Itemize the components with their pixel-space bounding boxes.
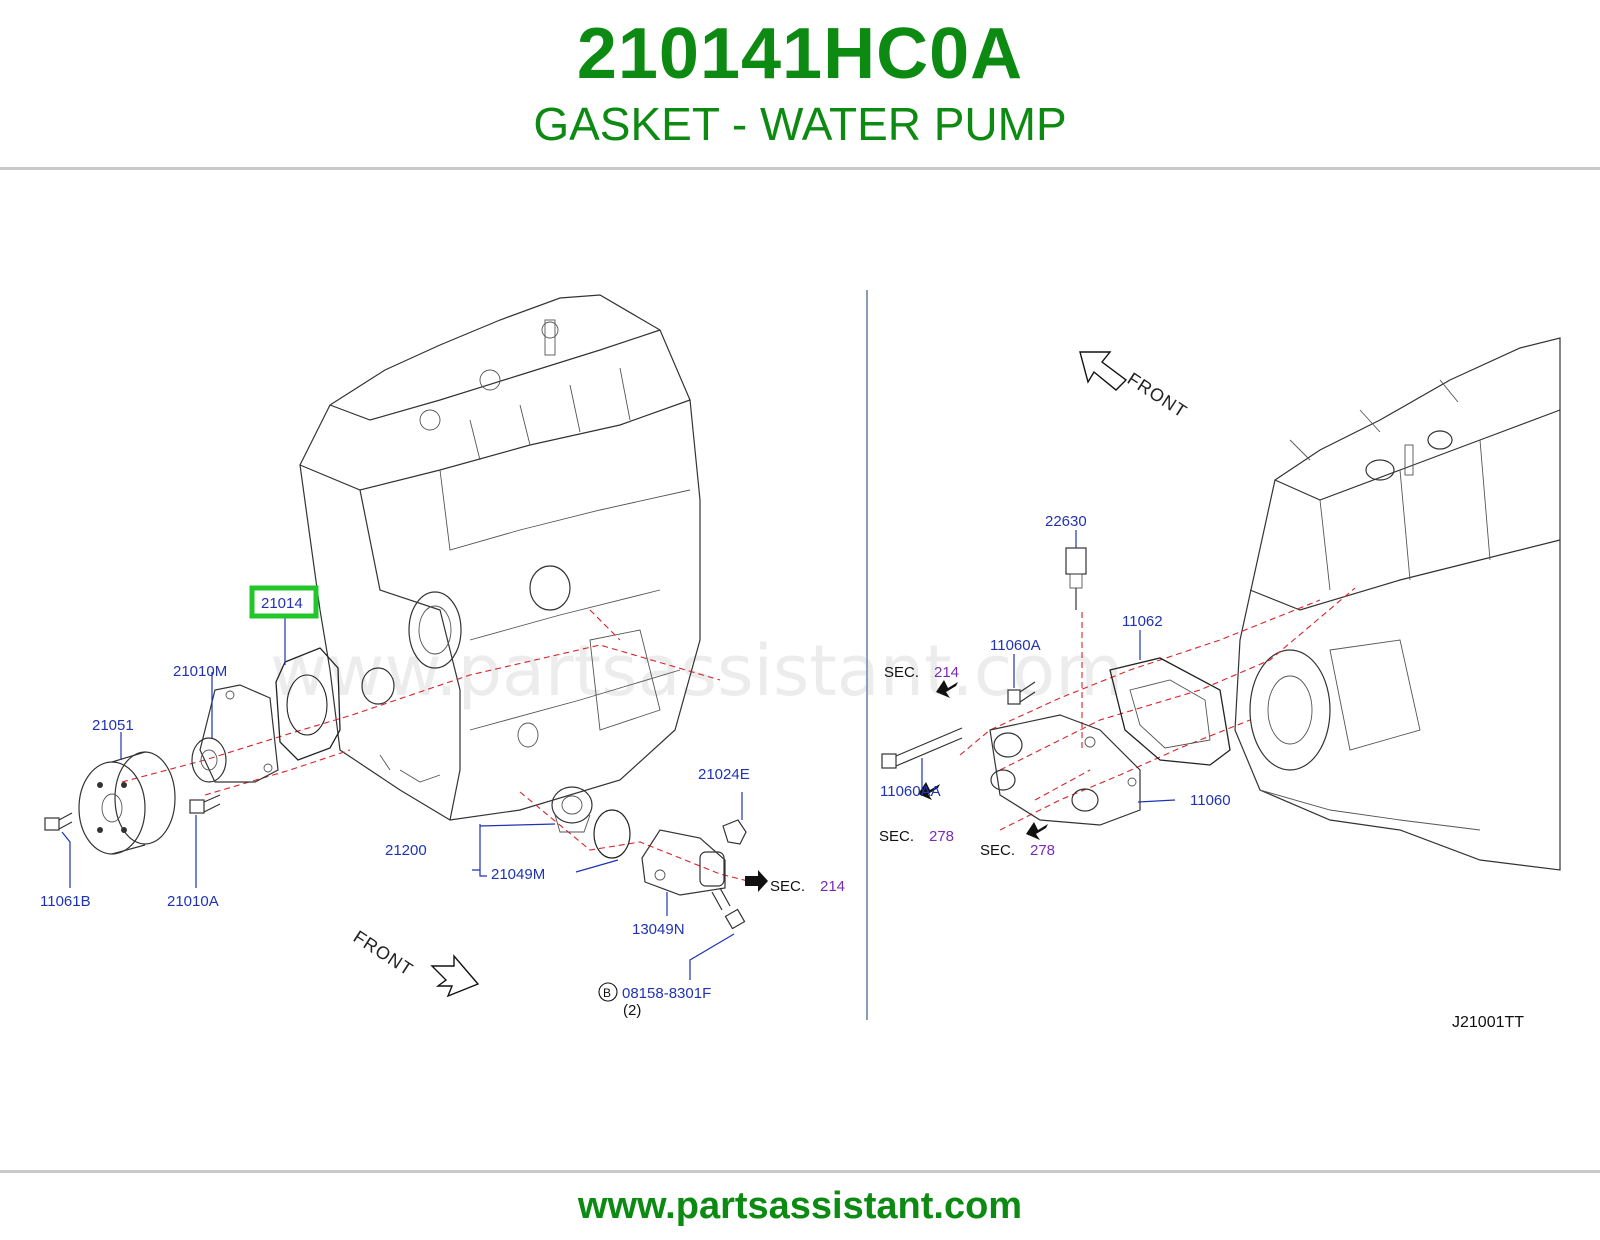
bolt-11061B-drawing <box>44 812 73 831</box>
sec-label-left: SEC. <box>770 878 805 895</box>
water-outlet-11060-drawing <box>989 714 1141 826</box>
front-label-left: FRONT <box>350 927 417 980</box>
part-label-21014[interactable]: 21014 <box>261 595 303 612</box>
part-label-21051[interactable]: 21051 <box>92 717 134 734</box>
bolt-prefix-letter: B <box>603 986 611 1000</box>
part-label-11060[interactable]: 11060 <box>1190 792 1231 809</box>
gasket-11062-drawing <box>1109 657 1231 766</box>
right-alignment-lines <box>959 587 1356 831</box>
watermark: www.partsassistant.com <box>270 630 1123 712</box>
sec-number-right-278-b[interactable]: 278 <box>1030 842 1055 859</box>
bolt-11060A-drawing <box>1007 681 1036 705</box>
part-name-subtitle: GASKET - WATER PUMP <box>533 98 1067 150</box>
part-label-08158-8301F[interactable]: 08158-8301F <box>622 985 711 1002</box>
left-engine-block-drawing <box>299 294 701 821</box>
sec-label-right-3: SEC. <box>980 842 1015 859</box>
footer-divider <box>0 1170 1600 1173</box>
header-divider <box>0 167 1600 170</box>
ring-21049M-drawing <box>593 809 631 859</box>
sec-label-right-1: SEC. <box>884 664 919 681</box>
bolt-prefix-circle <box>598 982 618 1002</box>
left-leader-lines <box>61 618 743 980</box>
part-21014-highlight-box <box>249 585 319 619</box>
part-number-title: 210141HC0A <box>576 14 1024 94</box>
parts-diagram: www.partsassistant.com <box>40 290 1561 1031</box>
clip-21024E-drawing <box>722 819 747 845</box>
bolt-08158-drawing <box>711 887 746 930</box>
sec-number-right-278-a[interactable]: 278 <box>929 828 954 845</box>
part-label-21010M[interactable]: 21010M <box>173 663 227 680</box>
right-leader-lines <box>921 530 1176 803</box>
section-arrow-left-214 <box>745 870 768 892</box>
front-arrow-left-icon <box>430 954 480 998</box>
thermostat-21200-drawing <box>551 786 593 833</box>
part-label-11060AA[interactable]: 11060AA <box>880 783 941 800</box>
part-label-11062[interactable]: 11062 <box>1122 613 1163 630</box>
front-label-right: FRONT <box>1124 369 1191 422</box>
front-arrow-right-icon <box>1079 351 1128 391</box>
page-header: 210141HC0A GASKET - WATER PUMP <box>0 0 1600 170</box>
right-engine-block-drawing <box>1234 337 1561 871</box>
footer-website-link[interactable]: www.partsassistant.com <box>577 1185 1023 1227</box>
bolt-11060AA-drawing <box>881 727 963 769</box>
part-qty-08158-8301F: (2) <box>623 1002 641 1019</box>
sec-number-left-214[interactable]: 214 <box>820 878 845 895</box>
part-label-21024E[interactable]: 21024E <box>698 766 750 783</box>
pulley-21051-drawing <box>78 751 176 855</box>
sensor-22630-drawing <box>1065 547 1087 610</box>
part-label-11061B[interactable]: 11061B <box>40 893 91 910</box>
part-label-22630[interactable]: 22630 <box>1045 513 1087 530</box>
bolt-21010A-drawing <box>189 794 221 814</box>
section-arrows-right <box>918 680 1048 840</box>
water-pump-21010M-drawing <box>191 684 279 783</box>
part-label-21010A[interactable]: 21010A <box>167 893 219 910</box>
sec-number-right-214[interactable]: 214 <box>934 664 959 681</box>
gasket-21014-drawing <box>275 647 341 761</box>
sec-label-right-2: SEC. <box>879 828 914 845</box>
diagram-code: J21001TT <box>1452 1014 1524 1031</box>
part-label-21200[interactable]: 21200 <box>385 842 427 859</box>
part-label-11060A[interactable]: 11060A <box>990 637 1041 654</box>
part-label-21049M[interactable]: 21049M <box>491 866 545 883</box>
water-inlet-13049N-drawing <box>641 829 726 896</box>
part-label-13049N[interactable]: 13049N <box>632 921 685 938</box>
